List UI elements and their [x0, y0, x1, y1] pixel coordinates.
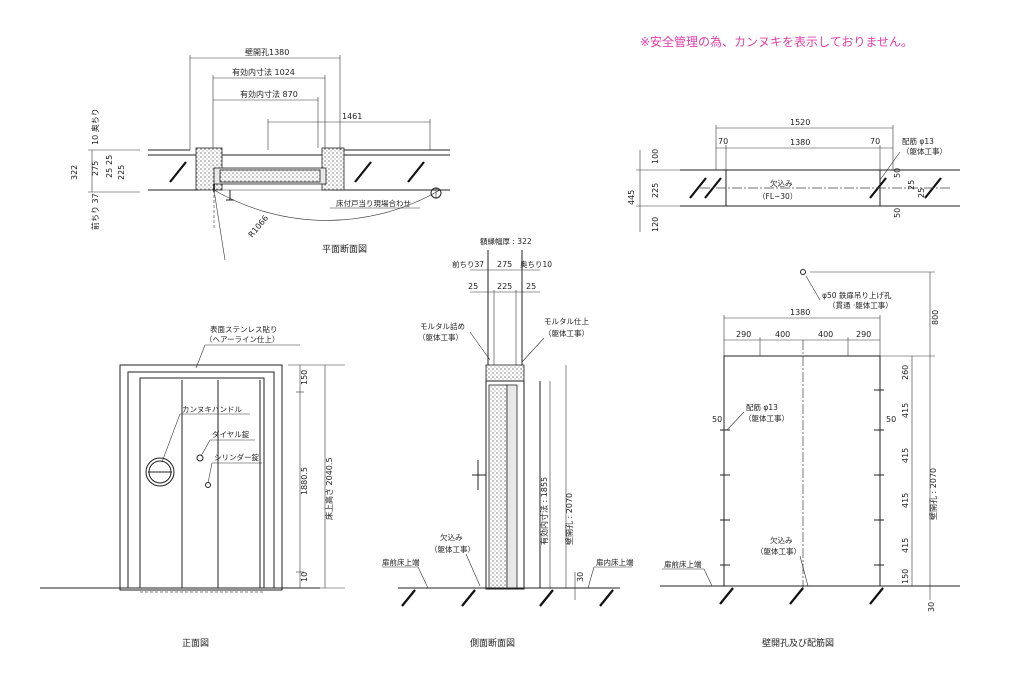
- opening-dim-260: 260: [901, 365, 910, 380]
- dim-225: 225: [117, 165, 126, 180]
- dim-25b: 25: [105, 168, 114, 178]
- side-inner-floor: 扉内床上端: [596, 557, 634, 567]
- top-dim-1520: 1520: [790, 118, 810, 127]
- side-effective-h: 有効内寸法 : 1855: [539, 477, 549, 545]
- side-mortar-finish-1: モルタル仕上: [544, 316, 589, 326]
- top-dim-25a: 25: [907, 180, 916, 190]
- opening-lift-hole-1: φ50 鉄扉吊り上げ孔: [822, 290, 892, 300]
- opening-dim-415a: 415: [901, 403, 910, 418]
- side-dim-225: 225: [497, 282, 512, 291]
- opening-dim-1380: 1380: [790, 308, 810, 317]
- dim-front-37: 前ちり 37: [90, 193, 100, 230]
- top-dim-70b: 70: [870, 137, 880, 146]
- opening-dim-415c: 415: [901, 493, 910, 508]
- opening-dim-290a: 290: [736, 330, 751, 339]
- side-notch-1: 欠込み: [440, 532, 463, 542]
- side-opening-h: 壁開孔 : 2070: [564, 493, 574, 545]
- opening-dim-150: 150: [901, 569, 910, 584]
- plan-section-view: 壁開孔1380 有効内寸法 1024 有効内寸法 870 1461 322 27…: [70, 47, 450, 261]
- side-front-37: 前ちり37: [452, 259, 484, 269]
- front-dim-10: 10: [300, 572, 309, 582]
- opening-rebar-2: （躯体工事）: [744, 413, 789, 423]
- opening-dim-50b: 50: [886, 415, 896, 424]
- top-dim-1380: 1380: [790, 138, 810, 147]
- dim-effective-inner: 有効内寸法 1024: [232, 67, 295, 77]
- opening-notch-2: （躯体工事）: [756, 546, 801, 556]
- side-mortar-fill-2: （躯体工事）: [418, 332, 463, 342]
- top-dim-50b: 50: [893, 208, 902, 218]
- dim-322: 322: [70, 165, 79, 180]
- top-dim-25b: 25: [917, 188, 926, 198]
- side-rear-10: 奥ちり10: [520, 259, 552, 269]
- opening-dim-400b: 400: [818, 330, 833, 339]
- top-dim-50a: 50: [893, 168, 902, 178]
- side-frame-depth: 額縁幅厚 : 322: [480, 236, 532, 246]
- dim-275: 275: [91, 161, 100, 176]
- side-notch-2: （躯体工事）: [430, 544, 475, 554]
- top-dim-100: 100: [651, 149, 660, 164]
- plan-caption: 平面断面図: [322, 243, 367, 255]
- dim-front-10: 10 奥ちり: [90, 108, 100, 145]
- side-dim-275: 275: [497, 260, 512, 269]
- opening-dim-290b: 290: [856, 330, 871, 339]
- front-total-height: 床上高さ 2040.5: [324, 457, 334, 520]
- top-rebar-1: 配筋 φ13: [902, 136, 934, 146]
- front-caption: 正面図: [182, 638, 209, 649]
- front-dial-lock-label: ダイヤル錠: [212, 429, 250, 439]
- opening-dim-400a: 400: [775, 330, 790, 339]
- dim-effective-870: 有効内寸法 870: [240, 89, 298, 99]
- front-handle-label: カンヌキハンドル: [182, 405, 242, 414]
- front-finish-1: 表面ステンレス貼り: [210, 324, 278, 334]
- side-mortar-finish-2: （躯体工事）: [544, 328, 589, 338]
- side-dim-30: 30: [576, 572, 585, 582]
- dim-25a: 25: [105, 155, 114, 165]
- top-rebar-2: （躯体工事）: [902, 146, 947, 156]
- opening-rebar-1: 配筋 φ13: [746, 402, 778, 412]
- floor-stop-note: 床付戸当り現場合わせ: [336, 198, 411, 208]
- opening-front-floor: 扉前床上端: [664, 559, 702, 569]
- opening-dim-50a: 50: [712, 415, 722, 424]
- top-dim-120: 120: [651, 217, 660, 232]
- dim-radius: R1066: [247, 214, 271, 240]
- front-dim-1880-5: 1880.5: [300, 467, 309, 495]
- opening-dim-30: 30: [927, 602, 936, 612]
- front-cylinder-lock-label: シリンダー錠: [214, 452, 259, 462]
- side-dim-25b: 25: [526, 282, 536, 291]
- front-dim-150: 150: [300, 370, 309, 385]
- opening-height: 壁開孔 : 2070: [928, 468, 938, 520]
- side-caption: 側面断面図: [470, 637, 515, 649]
- opening-dim-415d: 415: [901, 538, 910, 553]
- opening-lift-hole-2: （貫通 ·躯体工事）: [828, 300, 893, 310]
- top-dim-225: 225: [651, 183, 660, 198]
- top-section-view: 欠込み （FL−30） 1520 70 70 1380 配筋 φ13 （躯体工事…: [627, 118, 960, 232]
- opening-caption: 壁開孔及び配筋図: [762, 637, 834, 649]
- side-section-view: 額縁幅厚 : 322 前ちり37 275 奥ちり10 25 225 25 モルタ…: [382, 236, 634, 649]
- safety-notice: ※安全管理の為、カンヌキを表示しておりません。: [640, 34, 913, 49]
- top-dim-70a: 70: [718, 137, 728, 146]
- opening-rebar-view: φ50 鉄扉吊り上げ孔 （貫通 ·躯体工事） 1380 290 400 400 …: [660, 269, 960, 649]
- opening-dim-800: 800: [931, 310, 940, 325]
- dim-1461: 1461: [342, 112, 362, 121]
- front-finish-2: （ヘアーライン仕上）: [205, 334, 280, 344]
- opening-notch-1: 欠込み: [770, 535, 793, 545]
- side-front-floor: 扉前床上端: [382, 557, 420, 567]
- top-dim-445: 445: [627, 190, 636, 205]
- opening-dim-415b: 415: [901, 448, 910, 463]
- side-mortar-fill-1: モルタル詰め: [420, 321, 465, 331]
- top-notch-2: （FL−30）: [758, 192, 797, 201]
- front-view: 表面ステンレス貼り （ヘアーライン仕上） カンヌキハンドル ダイヤル錠 シリンダ…: [40, 324, 345, 649]
- side-dim-25a: 25: [468, 282, 478, 291]
- top-notch-1: 欠込み: [770, 178, 793, 188]
- dim-wall-opening: 壁開孔1380: [245, 47, 289, 57]
